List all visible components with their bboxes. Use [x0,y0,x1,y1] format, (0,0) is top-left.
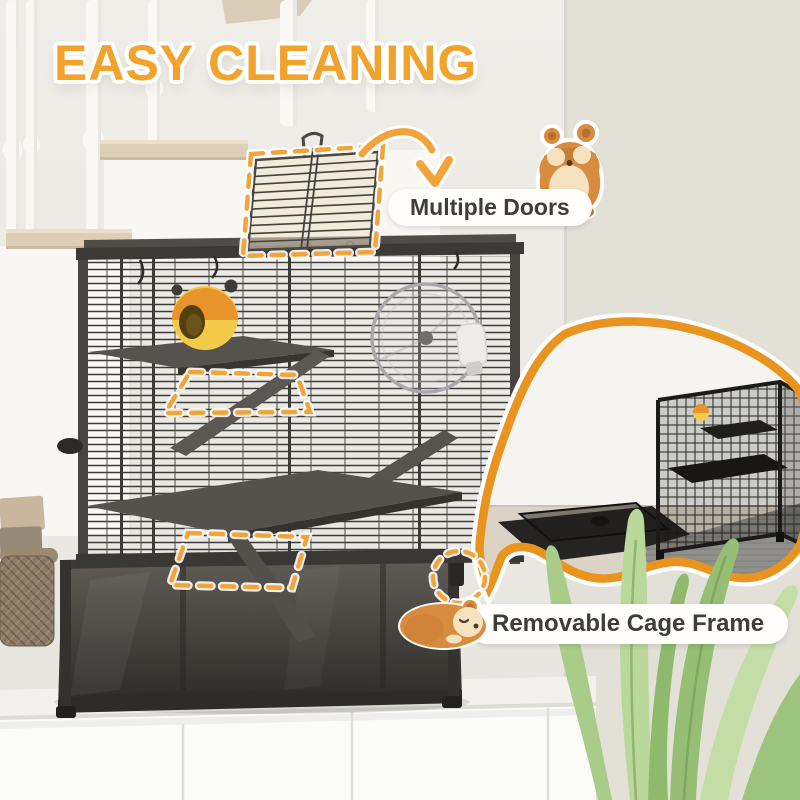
plant-leaf [648,573,689,800]
page-title: EASY CLEANING [54,35,478,91]
curved-arrow [355,125,456,190]
cage-corner-post [78,248,88,568]
stair-step-upper [100,140,248,160]
hamster-hideout [171,279,238,350]
mini-cage-frame [656,379,800,560]
mini-shelf [700,420,778,439]
wicker-basket [0,495,58,647]
cabinet-shadow [0,708,596,729]
base-post [180,560,186,690]
base-latch-dashed-circle [428,546,490,608]
multiple-doors-label: Multiple Doors [388,189,592,226]
mini-shelf [668,454,788,483]
base-post [380,556,386,688]
door-wires [248,146,378,251]
stair-balusters [2,0,382,246]
base-bottom-rail [58,690,462,713]
hanging-hook [453,251,460,270]
hanging-hook [211,255,219,279]
door-handle [301,131,324,159]
upper-shelf-dashed-parallelogram [160,369,314,416]
hideout-ear [224,279,238,293]
water-bottle [455,322,488,376]
plant-leaf [742,674,800,800]
base-latch [450,556,464,586]
zoom-bubble [455,305,800,625]
wire-cage [57,234,524,642]
base-corner-post [60,560,71,710]
lower-platform [86,470,462,534]
upper-platform [88,336,334,368]
hideout-ear [171,284,183,296]
basket-body [0,555,55,647]
base-reflection [284,566,340,690]
cage-bar [120,252,123,562]
tray-bowl [591,516,609,526]
shelf-highlights [156,367,317,593]
base-glass [58,556,462,710]
mini-hideout-lower [693,413,709,421]
hanging-hook [137,259,145,285]
cage-bar [152,252,155,562]
hideout-opening-inner [186,314,202,336]
plant-leaf [619,508,654,800]
hamster-sleeping-icon [398,596,490,650]
top-door-dashed-rectangle [240,143,386,259]
leaf-vein [682,555,728,800]
lower-shelf-dashed-parallelogram [166,530,310,591]
removable-cage-frame-label: Removable Cage Frame [468,604,789,644]
base-foot [56,706,76,718]
food-bowl [57,438,83,454]
lower-platform-edge [228,492,462,542]
cabinet-face [0,706,596,800]
cage-bar [418,248,421,560]
leaf-vein [630,539,638,800]
mini-caster [656,550,664,560]
cage-bar [288,250,291,562]
base-foot [442,696,462,708]
mini-caster [776,532,784,542]
detached-door [238,131,388,261]
base-reflection [70,572,150,696]
stacked-book [0,495,45,533]
plant-leaf [670,538,739,800]
